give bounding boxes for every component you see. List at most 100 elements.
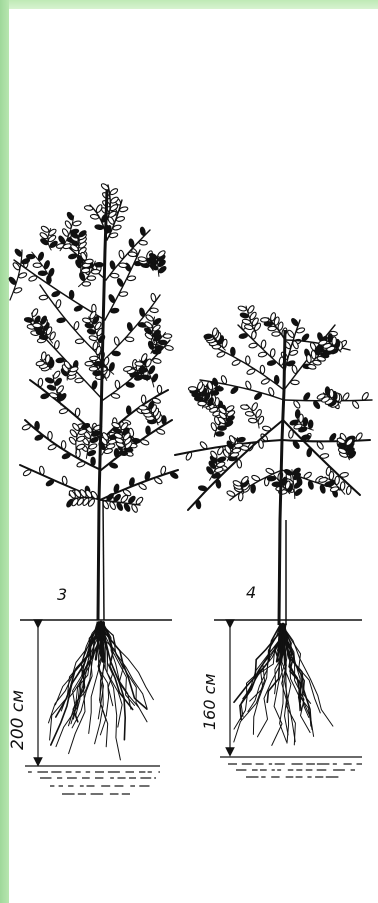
leaf [312, 400, 320, 409]
leaf [306, 448, 312, 457]
leaf [118, 250, 124, 259]
leaf [126, 406, 131, 415]
leaf [51, 290, 60, 297]
leaf [216, 351, 225, 358]
leaf [138, 482, 147, 490]
leaf [132, 438, 141, 443]
leaf [239, 333, 248, 339]
leaf [238, 492, 243, 501]
leaf [265, 467, 274, 475]
tree-3-depth-label: 200 см [8, 690, 28, 750]
leaf [14, 248, 23, 257]
leaf [108, 294, 116, 303]
leaf [325, 387, 330, 396]
leaf [111, 393, 120, 399]
leaf [89, 366, 98, 371]
leaf [33, 263, 41, 268]
leaf [261, 340, 267, 349]
leaf [340, 472, 349, 478]
leaf [152, 358, 161, 364]
leaf [74, 305, 83, 312]
leaf [45, 377, 54, 384]
tree-4-number: 4 [246, 583, 256, 602]
leaf [268, 326, 277, 331]
leaf [272, 482, 281, 487]
leaf [151, 373, 159, 382]
tree-3-number: 3 [57, 585, 67, 604]
leaf [251, 402, 259, 411]
leaf [37, 252, 44, 261]
leaf [155, 346, 163, 350]
leaf [68, 436, 77, 445]
leaf [141, 395, 146, 404]
leaf [109, 362, 115, 371]
leaf [288, 430, 294, 439]
leaf [76, 461, 85, 468]
leaf [57, 318, 66, 323]
leaf [253, 392, 262, 401]
leaf [188, 387, 197, 392]
leaf [95, 224, 104, 230]
leaf [82, 282, 91, 287]
leaf [119, 263, 128, 268]
leaf [24, 317, 33, 323]
leaf [89, 356, 98, 361]
leaf [87, 450, 96, 457]
leaf [308, 420, 313, 429]
leaf [157, 385, 162, 394]
leaf [85, 361, 94, 366]
leaf [120, 494, 129, 503]
leaf [290, 317, 299, 326]
leaf [246, 368, 255, 375]
leaf [21, 258, 30, 265]
leaf [48, 444, 57, 451]
leaf [216, 431, 225, 436]
leaf [43, 260, 50, 269]
leaf [62, 453, 71, 460]
leaf [340, 482, 345, 491]
leaf [249, 343, 258, 349]
leaf [291, 365, 298, 374]
leaf [204, 334, 213, 339]
leaf [146, 426, 150, 434]
leaf [126, 382, 135, 388]
leaf [54, 340, 60, 349]
tree-3 [8, 183, 179, 760]
leaf [112, 351, 121, 356]
leaf [150, 308, 159, 313]
leaf [159, 340, 167, 344]
leaf [61, 228, 69, 237]
leaf [329, 471, 334, 480]
leaf [274, 375, 279, 384]
leaf [260, 365, 265, 374]
leaf [79, 272, 86, 281]
tree-3-canopy [8, 183, 179, 514]
leaf [66, 211, 74, 220]
leaf [75, 378, 84, 384]
leaf [127, 495, 136, 504]
leaf [346, 486, 352, 495]
leaf [217, 456, 226, 463]
leaf [154, 477, 163, 485]
leaf [125, 337, 134, 342]
leaf [59, 408, 68, 414]
leaf [140, 439, 149, 446]
leaf [165, 345, 174, 351]
leaf [22, 424, 31, 431]
leaf [95, 262, 104, 267]
leaf [139, 367, 148, 372]
leaf [261, 378, 270, 385]
leaf [8, 276, 17, 285]
leaf [114, 336, 120, 345]
leaf [48, 431, 53, 440]
leaf [81, 268, 90, 273]
leaf [135, 361, 144, 366]
leaf [28, 275, 37, 282]
leaf [248, 418, 257, 423]
leaf [156, 428, 165, 435]
leaf [103, 357, 109, 366]
leaf [48, 268, 55, 277]
depth-dimension-3 [25, 624, 160, 766]
leaf [91, 269, 100, 274]
